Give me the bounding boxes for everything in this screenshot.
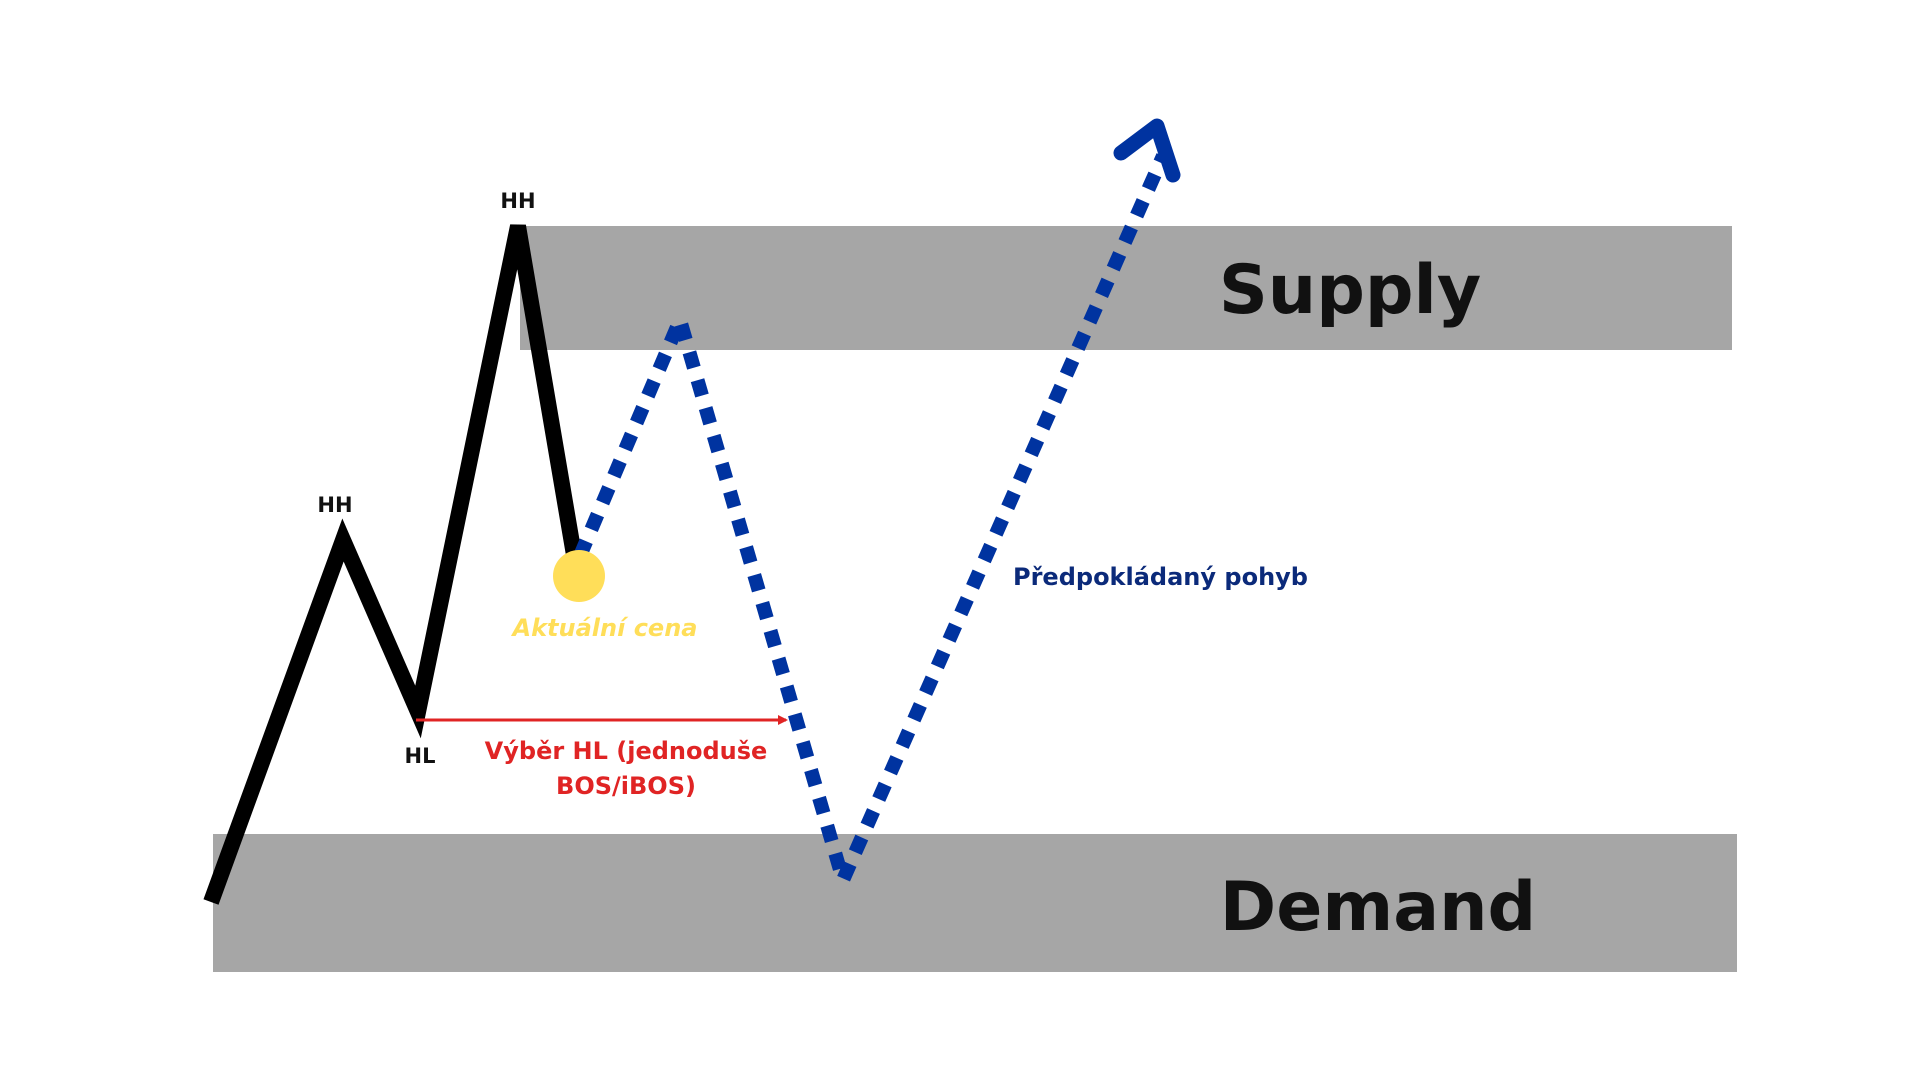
demand-zone [213, 834, 1737, 972]
price-path-line [203, 224, 582, 905]
swing-label-hl: HL [405, 744, 436, 768]
projected-move-path [573, 153, 1170, 901]
projected-move-label: Předpokládaný pohyb [1013, 563, 1308, 591]
swing-label-hh-1: HH [317, 493, 352, 517]
current-price-label: Aktuální cena [511, 614, 698, 642]
projected-move-arrowhead [1113, 118, 1181, 183]
hl-selection-label-line-1: Výběr HL (jednoduše [485, 737, 768, 765]
demand-zone-label: Demand [1220, 868, 1536, 947]
hl-selection-label-line-2: BOS/iBOS) [556, 772, 696, 800]
swing-label-hh-2: HH [500, 189, 535, 213]
current-price-marker [553, 550, 605, 602]
supply-zone [520, 226, 1732, 350]
supply-zone-label: Supply [1219, 251, 1481, 330]
